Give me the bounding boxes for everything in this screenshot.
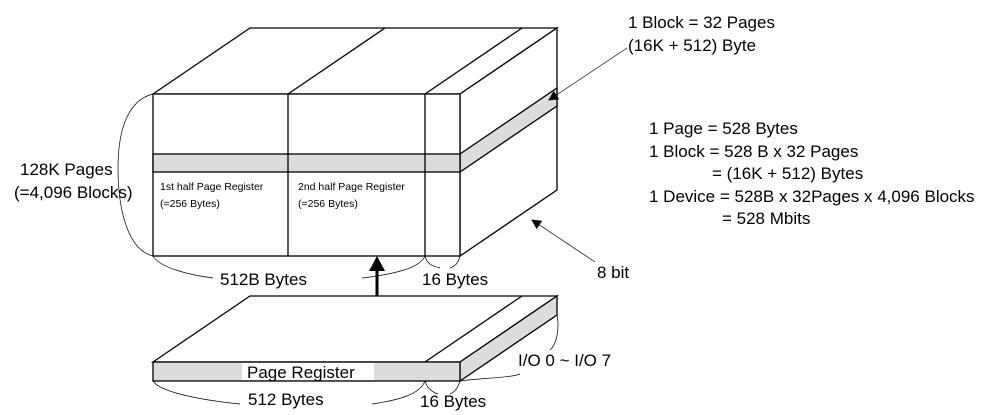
- pages-brace: [117, 93, 154, 257]
- reg-spare-brace: [424, 380, 461, 395]
- page-register-label-bg: [242, 363, 374, 380]
- bit-pointer-arrow: [531, 219, 596, 263]
- page-register-top-divider: [424, 295, 523, 363]
- formula-block-result: = (16K + 512) Bytes: [712, 164, 863, 183]
- reg-spare-bytes-label: 16 Bytes: [420, 392, 486, 411]
- reg-bytes-brace-right: [371, 380, 426, 405]
- main-bytes-brace-left: [152, 255, 214, 279]
- page-register-slab: [150, 294, 560, 383]
- spare-bytes-brace: [424, 255, 461, 269]
- pages-label-line2: (=4,096 Blocks): [14, 183, 133, 202]
- main-bytes-brace-right: [361, 255, 426, 279]
- spare-bytes-label: 16 Bytes: [422, 270, 488, 289]
- formula-device: 1 Device = 528B x 32Pages x 4,096 Blocks: [649, 187, 975, 206]
- formula-device-result: = 528 Mbits: [722, 209, 810, 228]
- io-brace: [459, 314, 559, 382]
- second-half-label-line2: (=256 Bytes): [298, 198, 358, 210]
- bit-width-label: 8 bit: [597, 263, 629, 282]
- first-half-label-line2: (=256 Bytes): [160, 198, 220, 210]
- formula-block: 1 Block = 528 B x 32 Pages: [649, 142, 858, 161]
- cube-front-page-band: [152, 153, 461, 173]
- memory-array-cube: [150, 26, 560, 258]
- block-pointer-arrow: [548, 47, 628, 101]
- capacity-formulas: 1 Page = 528 Bytes 1 Block = 528 B x 32 …: [649, 119, 975, 228]
- block-label-line2: (16K + 512) Byte: [628, 36, 756, 55]
- cube-front-face: [152, 93, 461, 257]
- reg-bytes-label: 512 Bytes: [248, 390, 324, 409]
- second-half-label-line1: 2nd half Page Register: [298, 181, 405, 193]
- pages-label-line1: 128K Pages: [20, 160, 113, 179]
- page-register-label: Page Register: [247, 363, 355, 382]
- cube-top-divider-1: [287, 27, 386, 95]
- cube-top-divider-2: [424, 27, 523, 95]
- io-range-label: I/O 0 ~ I/O 7: [518, 351, 611, 370]
- main-bytes-label: 512B Bytes: [220, 270, 307, 289]
- reg-bytes-brace-left: [152, 380, 241, 405]
- first-half-label-line1: 1st half Page Register: [160, 181, 264, 193]
- block-label-line1: 1 Block = 32 Pages: [628, 13, 775, 32]
- formula-page: 1 Page = 528 Bytes: [649, 119, 798, 138]
